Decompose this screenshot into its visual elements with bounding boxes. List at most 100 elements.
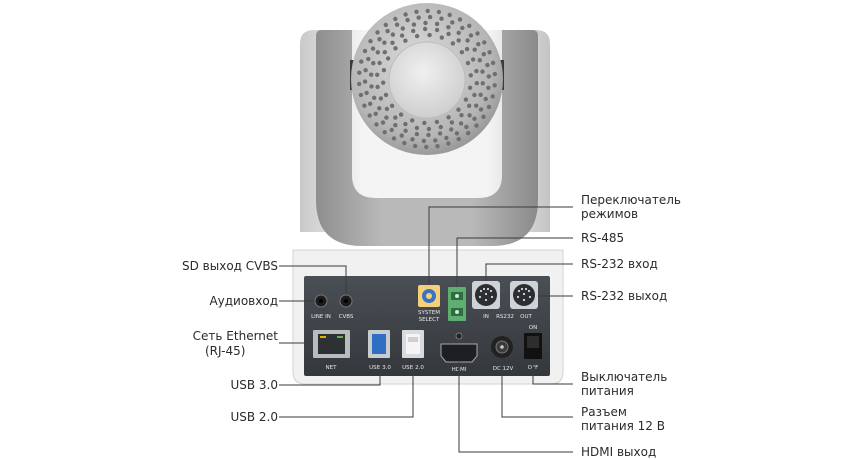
grille-hole (478, 92, 483, 98)
grille-hole (465, 60, 471, 66)
grille-hole (434, 27, 440, 33)
din-pin (489, 289, 493, 293)
grille-hole (467, 103, 472, 109)
din-pin (490, 295, 494, 299)
grille-hole (436, 9, 442, 15)
din-pin (524, 287, 528, 291)
grille-hole (435, 144, 440, 149)
grille-hole (422, 120, 427, 126)
din-pin (517, 289, 521, 293)
grille-hole (414, 131, 420, 137)
grille-hole (378, 96, 384, 101)
grille-hole (382, 50, 387, 55)
grille-hole (380, 120, 386, 125)
grille-hole (390, 40, 395, 45)
grille-hole (478, 107, 484, 112)
grille-hole (375, 84, 380, 90)
grille-hole (373, 111, 378, 117)
grille-hole (403, 128, 408, 133)
grille-hole (472, 116, 477, 122)
grille-hole (398, 112, 404, 117)
grille-hole (472, 47, 477, 52)
grille-hole (357, 70, 362, 75)
grille-hole (458, 121, 464, 126)
grille-hole (362, 79, 368, 84)
grille-hole (450, 20, 455, 25)
grille-hole (434, 21, 440, 27)
grille-hole (487, 50, 492, 55)
label-sd-cvbs: SD выход CVBS (182, 259, 278, 273)
grille-hole (456, 107, 461, 112)
grille-hole (403, 121, 408, 127)
grille-hole (422, 26, 428, 32)
grille-hole (474, 68, 479, 74)
grille-hole (463, 97, 469, 102)
grille-hole (464, 124, 469, 130)
grille-hole (474, 123, 479, 128)
grille-hole (456, 30, 461, 35)
grille-hole (454, 131, 460, 136)
din-pin (522, 292, 526, 296)
grille-hole (368, 39, 373, 44)
grille-hole (362, 103, 367, 108)
grille-hole (481, 114, 486, 120)
grille-hole (383, 22, 388, 28)
grille-hole (384, 115, 389, 120)
din-pin (479, 289, 483, 293)
grille-hole (381, 68, 387, 73)
net-text: NET (326, 365, 338, 371)
rs232-text: RS232 (496, 314, 514, 320)
din-pin (520, 287, 524, 291)
din-pin (484, 298, 488, 302)
din-pin (522, 298, 526, 302)
grille-hole (464, 46, 470, 52)
grille-hole (438, 124, 443, 130)
grille-hole (377, 106, 382, 111)
din-pin (484, 292, 488, 296)
grille-hole (447, 12, 452, 18)
label-audio-in: Аудиовход (209, 294, 278, 308)
grille-hole (482, 40, 487, 45)
grille-hole (403, 12, 408, 17)
label-power-12v-1: Разъем (581, 405, 627, 419)
label-power-switch-1: Выключатель (581, 370, 668, 384)
grille-hole (446, 31, 451, 37)
grille-hole (476, 42, 481, 47)
grille-hole (434, 119, 440, 125)
on-text: ON (529, 325, 537, 331)
grille-hole (456, 38, 461, 43)
grille-hole (470, 57, 476, 62)
din-pin (482, 287, 486, 291)
speaker-grille (357, 8, 497, 150)
grille-hole (467, 113, 472, 118)
grille-hole (393, 46, 398, 51)
grille-hole (439, 16, 444, 21)
rs232-in-text: IN (483, 314, 489, 320)
din-pin (478, 295, 482, 299)
grille-hole (486, 85, 491, 91)
grille-hole (459, 50, 465, 55)
grille-hole (369, 84, 374, 89)
hdmi-port (440, 343, 478, 363)
grille-hole (372, 95, 377, 101)
grille-hole (367, 113, 372, 118)
label-ethernet-1: Сеть Ethernet (192, 329, 278, 343)
grille-hole (446, 25, 451, 30)
label-ethernet-2: (RJ-45) (205, 344, 246, 358)
grille-hole (368, 101, 373, 107)
grille-hole (366, 56, 371, 62)
grille-hole (375, 72, 380, 78)
grille-hole (450, 41, 456, 46)
grille-hole (393, 16, 398, 22)
grille-hole (460, 25, 465, 31)
grille-hole (400, 26, 405, 31)
line-in-text: LINE IN (311, 314, 331, 320)
grille-hole (449, 120, 455, 125)
grille-hole (467, 23, 472, 28)
din-pin (486, 287, 490, 291)
grille-hole (405, 17, 410, 23)
grille-hole (391, 136, 397, 141)
grille-hole (371, 61, 376, 66)
